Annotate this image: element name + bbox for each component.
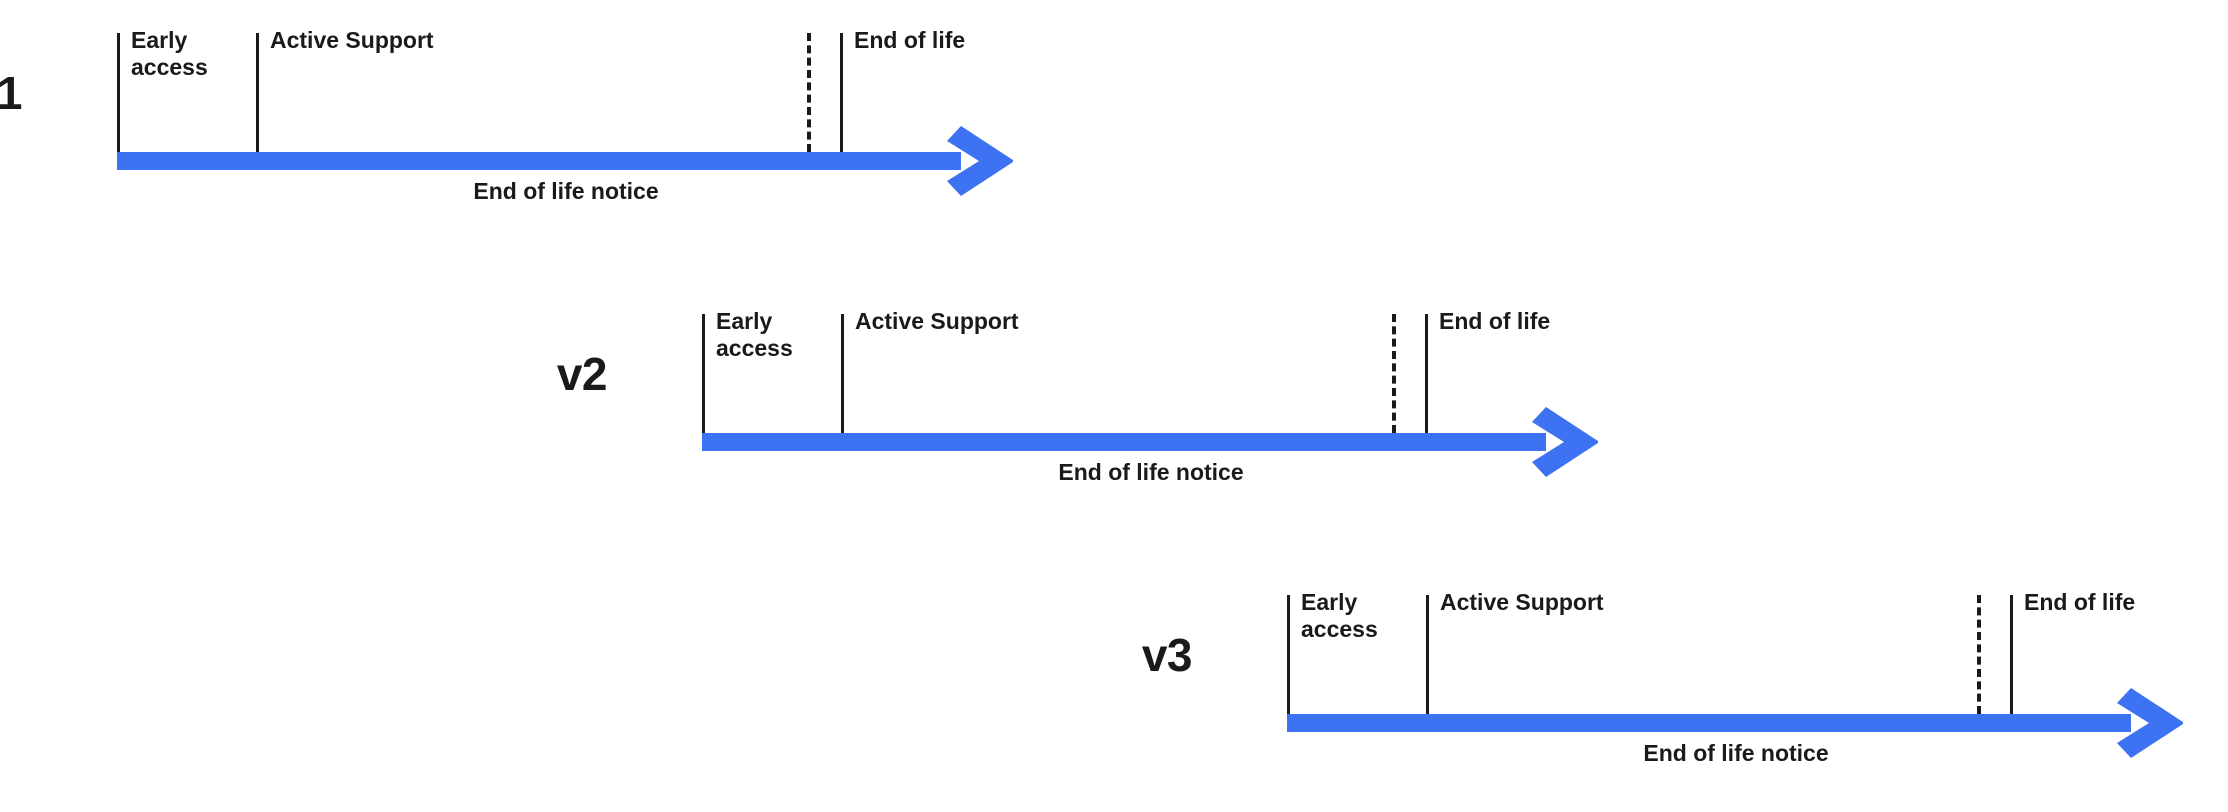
tick-early-access-start [117, 33, 120, 152]
lifecycle-bar-shaft [1287, 714, 2131, 732]
end-of-life-notice-label: End of life notice [473, 178, 659, 204]
tick-end-of-life-start [1425, 314, 1428, 433]
tick-end-of-life-notice-dashed [807, 33, 811, 152]
version-label-v1: v1 [0, 67, 23, 119]
tick-end-of-life-start [2010, 595, 2013, 714]
version-label-v3: v3 [1141, 629, 1193, 681]
phase-label-active-support: Active Support [1440, 589, 1604, 615]
tick-end-of-life-notice-dashed [1977, 595, 1981, 714]
lifecycle-bar-arrowhead-icon [2115, 686, 2185, 760]
end-of-life-notice-label: End of life notice [1058, 459, 1244, 485]
timeline-row: v1 Early access Active Support End of lifeE… [0, 0, 2228, 230]
phase-label-end-of-life: End of life [2024, 589, 2136, 615]
phase-label-active-support: Active Support [270, 27, 434, 53]
phase-label-early-access: Early access [131, 27, 208, 80]
lifecycle-bar-arrowhead-icon [1530, 405, 1600, 479]
phase-label-end-of-life: End of life [1439, 308, 1551, 334]
lifecycle-bar-shaft [702, 433, 1546, 451]
lifecycle-bar-arrowhead-icon [945, 124, 1015, 198]
tick-end-of-life-start [840, 33, 843, 152]
tick-early-access-start [1287, 595, 1290, 714]
phase-label-early-access: Early access [716, 308, 793, 361]
tick-end-of-life-notice-dashed [1392, 314, 1396, 433]
phase-label-active-support: Active Support [855, 308, 1019, 334]
lifecycle-bar-shaft [117, 152, 961, 170]
end-of-life-notice-label: End of life notice [1643, 740, 1829, 766]
tick-active-support-start [256, 33, 259, 152]
tick-active-support-start [1426, 595, 1429, 714]
phase-label-early-access: Early access [1301, 589, 1378, 642]
version-label-v2: v2 [556, 348, 608, 400]
tick-early-access-start [702, 314, 705, 433]
phase-label-end-of-life: End of life [854, 27, 966, 53]
tick-active-support-start [841, 314, 844, 433]
